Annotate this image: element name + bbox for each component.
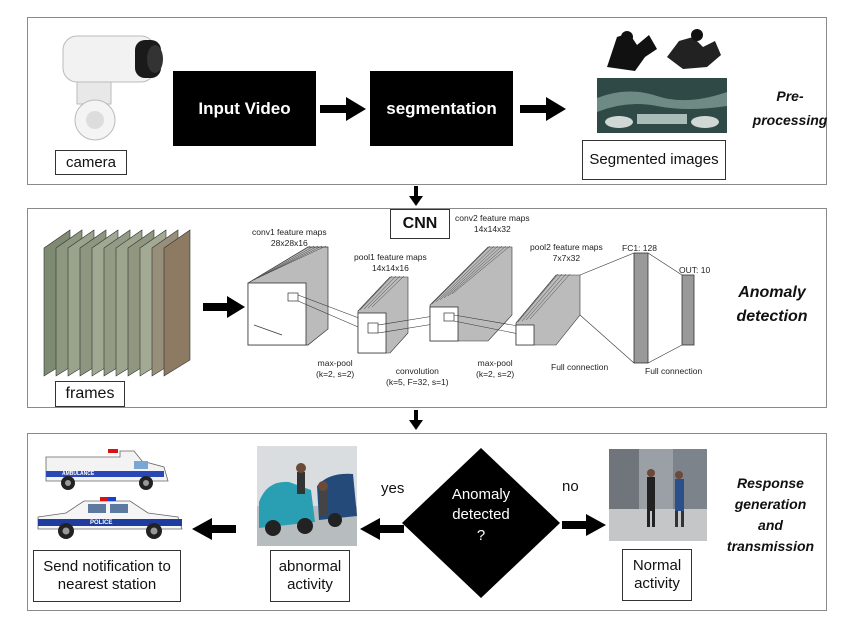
stage-preprocessing-line1: Pre- xyxy=(776,88,804,104)
arrow-right-icon xyxy=(562,514,606,536)
arrow-left-icon xyxy=(192,518,236,540)
decision-text: Anomaly detected ? xyxy=(451,486,511,544)
frames-stack-image xyxy=(43,229,191,377)
input-video-box: Input Video xyxy=(173,71,316,146)
police-car-icon xyxy=(37,497,183,539)
arrow-down-icon xyxy=(409,186,423,206)
ambulance-icon xyxy=(45,449,169,490)
arrow-left-icon xyxy=(360,518,404,540)
police-text: POLICE xyxy=(90,520,113,526)
stage-anomaly-line1: Anomaly xyxy=(738,284,806,301)
fc1-label: FC1: 128 xyxy=(622,243,657,253)
maxpool2-label: max-pool(k=2, s=2) xyxy=(476,358,515,379)
ambulance-text: AMBULANCE xyxy=(62,471,95,477)
segmented-street-image xyxy=(597,78,727,133)
camera-label: camera xyxy=(55,150,127,175)
yes-label: yes xyxy=(381,480,405,497)
abnormal-activity-image xyxy=(257,446,357,546)
convolution-label: convolution(k=5, F=32, s=1) xyxy=(386,366,449,387)
segmentation-box: segmentation xyxy=(370,71,513,146)
out-label: OUT: 10 xyxy=(679,265,711,275)
segmented-silhouette-image xyxy=(597,27,727,75)
cnn-label: CNN xyxy=(390,209,450,239)
no-label: no xyxy=(562,478,579,495)
arrow-right-icon xyxy=(520,97,566,121)
arrow-down-icon xyxy=(409,410,423,430)
arrow-right-icon xyxy=(203,296,245,318)
normal-activity-image xyxy=(609,449,707,541)
full-connection1-label: Full connection xyxy=(551,362,609,372)
stage-anomaly-line2: detection xyxy=(736,308,808,325)
camera-icon xyxy=(62,35,163,141)
cnn-architecture-diagram xyxy=(247,245,695,364)
maxpool1-label: max-pool(k=2, s=2) xyxy=(316,358,355,379)
frames-label: frames xyxy=(55,381,125,407)
decision-diamond xyxy=(402,448,560,598)
stage-response: Response generation and transmission xyxy=(726,475,815,554)
arrow-right-icon xyxy=(320,97,366,121)
segmented-images-label: Segmented images xyxy=(582,140,726,180)
full-connection2-label: Full connection xyxy=(645,366,703,376)
stage-preprocessing-line2: processing xyxy=(752,112,828,128)
